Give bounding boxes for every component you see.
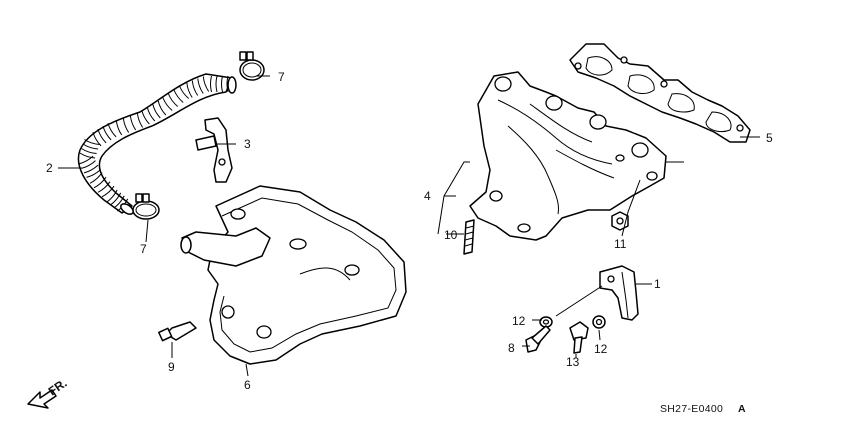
hose-corrugation-ring xyxy=(226,75,229,93)
hose-corrugation-ring xyxy=(129,114,137,131)
part-10-stud-bolt[interactable] xyxy=(463,219,475,255)
callout-8: 8 xyxy=(508,341,515,355)
leader-lines xyxy=(58,75,760,377)
hose-corrugation-ring xyxy=(78,155,94,165)
hose-corrugation-ring xyxy=(110,192,122,206)
part-5-manifold-gasket[interactable] xyxy=(569,43,751,143)
part-9-bolt[interactable] xyxy=(158,321,197,342)
hose-corrugation-ring xyxy=(83,164,99,174)
callout-9: 9 xyxy=(168,360,175,374)
part-7-hose-clamp-upper[interactable] xyxy=(239,51,265,81)
hose-corrugation-ring xyxy=(210,75,212,93)
hose-corrugation-ring xyxy=(141,109,150,125)
hose-corrugation-ring xyxy=(162,97,173,111)
hose-corrugation-ring xyxy=(202,76,210,92)
callout-2: 2 xyxy=(46,161,53,175)
callout-7-lower: 7 xyxy=(140,242,147,256)
part-3-bracket[interactable] xyxy=(195,117,233,183)
part-7-hose-clamp-lower[interactable] xyxy=(132,193,160,220)
front-direction-arrow xyxy=(27,389,57,409)
part-1-bracket[interactable] xyxy=(599,265,639,321)
hose-corrugation-ring xyxy=(106,189,118,203)
part-12-washer-right[interactable] xyxy=(592,315,606,329)
hose-corrugation-ring xyxy=(191,80,199,96)
callout-13: 13 xyxy=(566,355,580,369)
callout-3: 3 xyxy=(244,137,251,151)
part-4-exhaust-manifold[interactable] xyxy=(469,71,667,241)
hose-corrugation-ring xyxy=(102,125,112,141)
hose-corrugation-ring xyxy=(115,119,123,136)
hose-corrugation-ring xyxy=(107,122,117,138)
hose-corrugation-ring xyxy=(152,103,161,119)
hose-corrugation-ring xyxy=(186,82,193,98)
hose-corrugation-ring xyxy=(122,117,130,133)
hose-corrugation-ring xyxy=(81,148,97,154)
drawing-code-suffix: A xyxy=(738,403,746,415)
hose-corrugation-ring xyxy=(93,176,107,189)
hose-corrugation-ring xyxy=(89,172,103,184)
hose-corrugation-ring xyxy=(82,143,99,150)
callout-10: 10 xyxy=(444,228,458,242)
callout-11: 11 xyxy=(614,237,627,251)
hose-corrugation-ring xyxy=(146,106,156,122)
callout-12-left: 12 xyxy=(512,314,526,328)
hose-corrugation-ring xyxy=(84,139,100,145)
part-6-heat-shield[interactable] xyxy=(180,185,407,365)
hose-corrugation-ring xyxy=(86,169,101,178)
callout-6: 6 xyxy=(244,378,251,392)
hose-corrugation-ring xyxy=(97,181,111,193)
hose-corrugation-ring xyxy=(92,131,102,147)
hose-corrugation-ring xyxy=(81,160,96,169)
callout-5: 5 xyxy=(766,131,773,145)
part-2-air-duct-hose[interactable] xyxy=(77,73,237,216)
part-8-bolt[interactable] xyxy=(525,325,551,353)
hose-corrugation-ring xyxy=(178,85,190,99)
drawing-code: SH27-E0400 xyxy=(660,403,723,415)
hose-corrugation-ring xyxy=(113,195,125,209)
part-11-nut[interactable] xyxy=(611,211,629,231)
hose-corrugation-ring xyxy=(79,152,96,159)
hose-corrugation-ring xyxy=(221,75,223,93)
hose-corrugation-ring xyxy=(167,93,179,107)
hose-corrugation-ring xyxy=(197,78,204,94)
hose-corrugation-ring xyxy=(157,100,167,116)
callout-7-upper: 7 xyxy=(278,70,285,84)
hose-corrugation-ring xyxy=(136,112,144,128)
hose-corrugation-ring xyxy=(101,185,115,198)
part-13-bolt[interactable] xyxy=(569,321,589,354)
hose-corrugation-ring xyxy=(215,75,218,93)
callout-1: 1 xyxy=(654,277,661,291)
callout-4: 4 xyxy=(424,189,431,203)
callout-12-right: 12 xyxy=(594,342,608,356)
hose-corrugation-ring xyxy=(97,128,107,144)
hose-corrugation-ring xyxy=(173,89,184,103)
